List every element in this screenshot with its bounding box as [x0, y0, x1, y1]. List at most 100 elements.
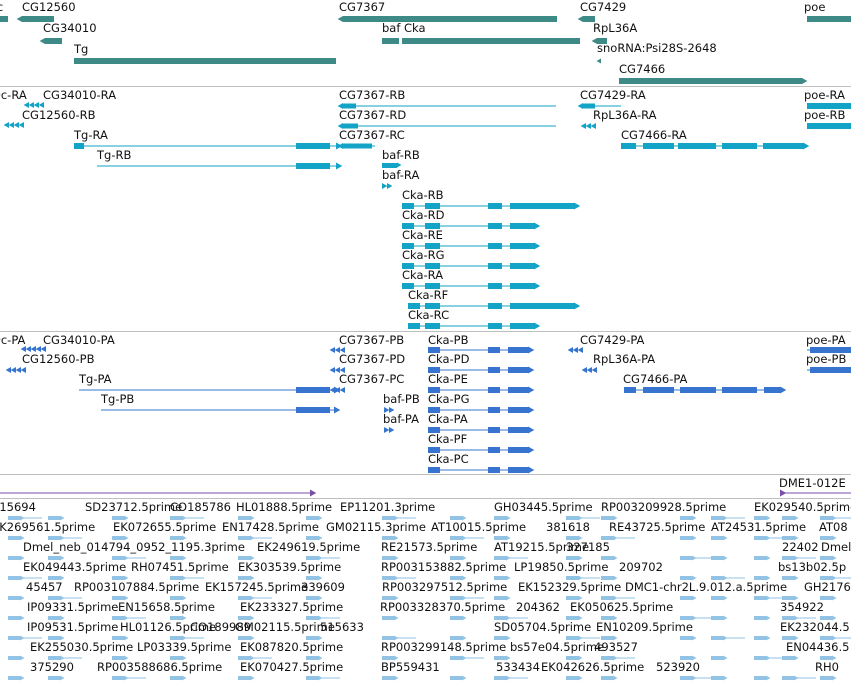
- est-block[interactable]: [566, 676, 578, 680]
- exon-block[interactable]: [488, 447, 500, 453]
- strand-arrow-icon[interactable]: [394, 555, 399, 561]
- strand-arrow-icon[interactable]: [20, 635, 25, 641]
- est-block[interactable]: [8, 676, 20, 680]
- strand-arrow-icon[interactable]: [506, 555, 511, 561]
- strand-arrow-icon[interactable]: [506, 515, 511, 521]
- est-block[interactable]: [450, 596, 462, 600]
- exon-block[interactable]: [583, 103, 595, 109]
- est-block[interactable]: [566, 576, 578, 580]
- strand-arrow-icon[interactable]: [182, 615, 187, 621]
- strand-arrow-icon[interactable]: [462, 535, 467, 541]
- transcripts-label[interactable]: CG7367-RD: [339, 108, 407, 122]
- strand-arrow-icon[interactable]: [336, 162, 343, 170]
- ests-label[interactable]: 45457: [26, 580, 63, 594]
- exon-block[interactable]: [488, 407, 500, 413]
- est-block[interactable]: [782, 536, 794, 540]
- ests-label[interactable]: AT08: [819, 520, 848, 534]
- gene-bar[interactable]: [807, 16, 851, 22]
- strand-arrow-icon[interactable]: [38, 102, 44, 108]
- strand-arrow-icon[interactable]: [723, 575, 728, 581]
- exon-block[interactable]: [428, 347, 440, 353]
- est-block[interactable]: [382, 616, 394, 620]
- est-block[interactable]: [238, 656, 250, 660]
- est-block[interactable]: [238, 676, 250, 680]
- est-block[interactable]: [8, 556, 20, 560]
- exon-block[interactable]: [343, 103, 356, 109]
- strand-arrow-icon[interactable]: [613, 635, 618, 641]
- ests-label[interactable]: RH0: [815, 660, 839, 674]
- strand-arrow-icon[interactable]: [384, 427, 390, 433]
- transcripts-label[interactable]: RpL36A-RA: [593, 108, 657, 122]
- genes-label[interactable]: CG7367: [339, 0, 386, 14]
- strand-arrow-icon[interactable]: [182, 515, 187, 521]
- est-block[interactable]: [711, 576, 723, 580]
- ests-label[interactable]: GH03445.5prime: [494, 500, 593, 514]
- est-block[interactable]: [8, 616, 20, 620]
- ests-label[interactable]: RP003209928.5prime: [601, 500, 727, 514]
- ests-label[interactable]: EK249619.5prime: [257, 540, 361, 554]
- est-block[interactable]: [112, 656, 124, 660]
- genes-label[interactable]: CG7429: [580, 0, 627, 14]
- proteins-label[interactable]: CG7466-PA: [623, 372, 688, 386]
- strand-arrow-icon[interactable]: [60, 595, 65, 601]
- est-block[interactable]: [306, 576, 318, 580]
- proteins-label[interactable]: poe-PA: [806, 333, 846, 347]
- transcripts-label[interactable]: Cka-RE: [402, 228, 443, 242]
- strand-arrow-icon[interactable]: [339, 367, 345, 373]
- strand-arrow-icon[interactable]: [803, 142, 810, 150]
- strand-arrow-icon[interactable]: [389, 407, 395, 413]
- ests-label[interactable]: EK269561.5prime: [0, 520, 96, 534]
- est-block[interactable]: [450, 676, 462, 680]
- est-block[interactable]: [820, 536, 832, 540]
- strand-arrow-icon[interactable]: [182, 535, 187, 541]
- est-block[interactable]: [112, 556, 124, 560]
- ests-label[interactable]: EN17428.5prime: [222, 520, 319, 534]
- proteins-label[interactable]: CG12560-PB: [22, 352, 95, 366]
- transcripts-label[interactable]: Tg-RB: [97, 148, 132, 162]
- est-block[interactable]: [820, 616, 832, 620]
- strand-arrow-icon[interactable]: [124, 555, 129, 561]
- strand-arrow-icon[interactable]: [578, 595, 583, 601]
- exon-block[interactable]: [510, 323, 534, 329]
- ests-label[interactable]: RP003299148.5prime: [381, 640, 507, 654]
- strand-arrow-icon[interactable]: [578, 555, 583, 561]
- strand-arrow-icon[interactable]: [578, 515, 583, 521]
- est-block[interactable]: [170, 536, 182, 540]
- exon-block[interactable]: [425, 243, 440, 249]
- exon-block[interactable]: [488, 387, 500, 393]
- exon-block[interactable]: [488, 223, 502, 229]
- gene-bar[interactable]: [583, 16, 595, 22]
- est-block[interactable]: [711, 596, 723, 600]
- exon-block[interactable]: [428, 427, 440, 433]
- strand-arrow-icon[interactable]: [506, 575, 511, 581]
- transcripts-label[interactable]: Cka-RA: [402, 268, 444, 282]
- strand-arrow-icon[interactable]: [318, 675, 323, 681]
- strand-arrow-icon[interactable]: [528, 426, 535, 434]
- exon-block[interactable]: [488, 323, 502, 329]
- est-block[interactable]: [382, 536, 394, 540]
- est-block[interactable]: [48, 596, 60, 600]
- ests-label[interactable]: EK232044.5: [780, 620, 850, 634]
- exon-block[interactable]: [296, 163, 330, 169]
- exon-block[interactable]: [508, 427, 528, 433]
- exon-block[interactable]: [428, 407, 440, 413]
- genes-label[interactable]: snoRNA:Psi28S-2648: [597, 41, 717, 55]
- strand-arrow-icon[interactable]: [20, 595, 25, 601]
- exon-block[interactable]: [488, 427, 500, 433]
- est-block[interactable]: [820, 656, 832, 660]
- strand-arrow-icon[interactable]: [23, 102, 29, 108]
- strand-arrow-icon[interactable]: [567, 347, 573, 353]
- est-block[interactable]: [112, 676, 124, 680]
- ests-label[interactable]: 415694: [0, 500, 36, 514]
- est-block[interactable]: [711, 636, 723, 640]
- est-block[interactable]: [8, 596, 20, 600]
- strand-arrow-icon[interactable]: [318, 535, 323, 541]
- est-block[interactable]: [112, 596, 124, 600]
- exon-block[interactable]: [425, 283, 440, 289]
- strand-arrow-icon[interactable]: [394, 615, 399, 621]
- strand-arrow-icon[interactable]: [581, 367, 587, 373]
- est-block[interactable]: [112, 576, 124, 580]
- strand-arrow-icon[interactable]: [250, 575, 255, 581]
- est-block[interactable]: [306, 616, 318, 620]
- strand-arrow-icon[interactable]: [18, 122, 24, 128]
